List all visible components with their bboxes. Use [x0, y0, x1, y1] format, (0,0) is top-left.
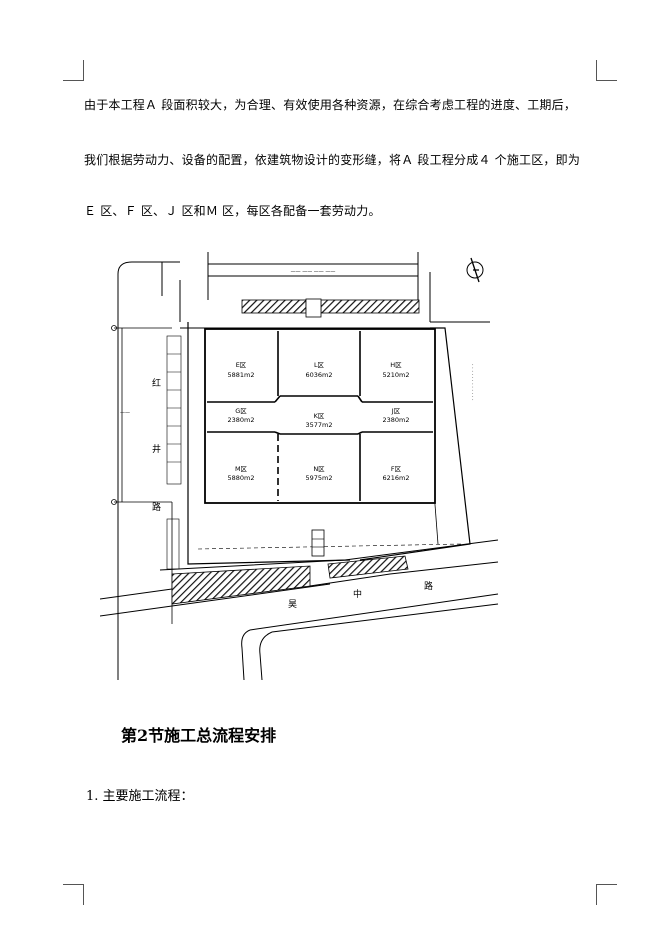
zone-f-area: 6216m2 [382, 474, 409, 482]
hatched-strip-south-west [171, 565, 311, 605]
zone-n-area: 5975m2 [305, 474, 332, 482]
west-dimension-line [111, 325, 173, 624]
zone-divider-lines [207, 331, 433, 501]
site-plan-drawing: —— —— —— —— —— 红 井 路 [100, 252, 499, 680]
page-corner-mark-bottom-left [63, 884, 84, 905]
paragraph-line-3: Ｅ 区、Ｆ 区、Ｊ 区和Ｍ 区，每区各配备一套劳动力。 [84, 204, 381, 218]
zone-f-name: F区 [391, 465, 402, 473]
zone-n-name: N区 [313, 465, 325, 473]
zone-e-area: 5881m2 [227, 371, 254, 379]
page-corner-mark-bottom-right [596, 884, 617, 905]
hatched-strip-south-east [327, 555, 409, 579]
west-road-char-2: 井 [152, 443, 161, 455]
list-item-1: 1. 主要施工流程： [86, 789, 194, 804]
zone-g-name: G区 [235, 407, 247, 415]
south-road-char-2: 中 [353, 588, 362, 600]
zone-h-name: H区 [390, 361, 402, 369]
north-road-label: —— —— —— —— [291, 269, 336, 275]
zone-l-area: 6036m2 [305, 371, 332, 379]
zone-g-area: 2380m2 [227, 416, 254, 424]
zone-j-name: J区 [391, 407, 401, 415]
west-facility-strip [166, 335, 182, 570]
zone-k-name: K区 [314, 412, 325, 420]
zone-e-name: E区 [236, 361, 247, 369]
north-gate [305, 298, 322, 318]
west-dimension-label: —— [120, 410, 130, 416]
section-heading: 第2节施工总流程安排 [121, 726, 277, 745]
west-road-char-3: 路 [152, 501, 161, 513]
west-road-char-1: 红 [152, 377, 161, 389]
south-road-lines [100, 539, 499, 680]
zone-h-area: 5210m2 [382, 371, 409, 379]
zone-j-area: 2380m2 [382, 416, 409, 424]
east-side-note: · · · · · · · · · · · · [469, 364, 475, 401]
zone-l-name: L区 [314, 361, 325, 369]
page-corner-mark-top-right [596, 60, 617, 81]
paragraph-line-1: 由于本工程Ａ 段面积较大，为合理、有效使用各种资源，在综合考虑工程的进度、工期后… [84, 98, 577, 112]
north-arrow-icon [466, 257, 484, 283]
south-gate [311, 529, 325, 557]
building-outline [204, 328, 436, 504]
hatched-strip-north-2 [320, 299, 420, 314]
paragraph-line-2: 我们根据劳动力、设备的配置，依建筑物设计的变形缝，将Ａ 段工程分成４ 个施工区，… [84, 153, 581, 167]
zone-m-area: 5880m2 [227, 474, 254, 482]
north-road-lines [117, 252, 490, 680]
page-corner-mark-top-left [63, 60, 84, 81]
zone-k-area: 3577m2 [305, 421, 332, 429]
south-road-char-1: 昊 [288, 599, 297, 610]
hatched-strip-north-1 [241, 299, 307, 314]
zone-m-name: M区 [235, 465, 248, 473]
south-road-char-3: 路 [424, 580, 433, 592]
